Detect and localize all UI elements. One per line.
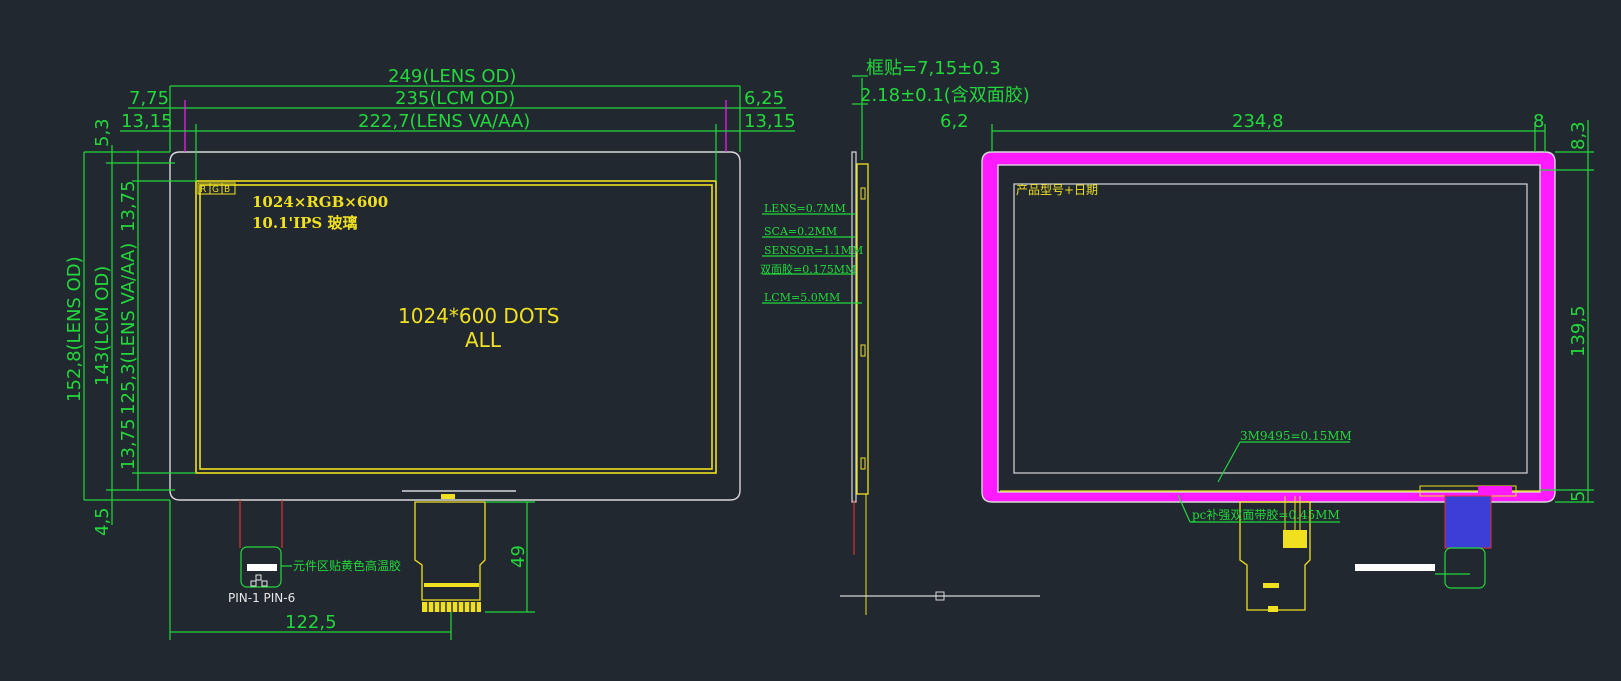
fpc-connector <box>402 490 516 612</box>
side-lcm <box>856 163 869 495</box>
pin-label: PIN-1 PIN-6 <box>228 591 295 605</box>
adhesive-frame <box>982 152 1555 502</box>
tape-note: 3M9495=0.15MM <box>1240 429 1352 443</box>
va-inner <box>199 184 713 470</box>
back-fpc <box>1239 496 1311 612</box>
dim-back-top: 8,3 <box>1568 121 1589 150</box>
front-top-dimensions: 249(LENS OD) 235(LCM OD) 222,7(LENS VA/A… <box>120 66 796 181</box>
dim-back-left: 6,2 <box>940 111 969 132</box>
dim-lens-va-width: 222,7(LENS VA/AA) <box>358 111 530 132</box>
back-inner-outline <box>997 164 1541 493</box>
rgb-box: R G B <box>197 182 236 195</box>
dim-va-top: 13,75 <box>118 180 139 232</box>
dim-lens-od-height: 152,8(LENS OD) <box>64 256 85 402</box>
dim-back-right: 8 <box>1533 111 1544 132</box>
resolution-label: 1024×RGB×600 <box>252 193 388 211</box>
dim-bottom-offset: 4,5 <box>92 507 113 536</box>
dim-left-va-offset: 13,15 <box>121 111 173 132</box>
layer-labels: LENS=0.7MM SCA=0.2MM SENSOR=1.1MM 双面胶=0.… <box>760 202 863 304</box>
fpc-dimensions: 49 122,5 <box>169 500 535 640</box>
component-area: 元件区贴黄色高温胶 PIN-1 PIN-6 <box>228 500 401 605</box>
side-lens <box>851 151 857 503</box>
pc-note: pc补强双面带胶=0.45MM <box>1192 507 1340 522</box>
back-va-outline <box>1013 183 1528 474</box>
va-outer <box>195 180 717 474</box>
dim-back-height: 139,5 <box>1568 305 1589 357</box>
rgb-g: G <box>212 185 219 195</box>
front-left-dimensions: 5,3 152,8(LENS OD) 143(LCM OD) 13,75 125… <box>64 118 196 536</box>
dim-lcm-od-height: 143(LCM OD) <box>92 266 113 386</box>
rgb-r: R <box>200 185 206 195</box>
layer-sca: SCA=0.2MM <box>764 225 837 238</box>
dim-va-height: 125,3(LENS VA/AA) <box>118 243 139 415</box>
center-dots-label: 1024*600 DOTS <box>398 304 559 328</box>
lens-outline <box>169 151 741 501</box>
dim-lcm-od-width: 235(LCM OD) <box>395 88 515 109</box>
dim-fpc-length: 49 <box>508 545 529 568</box>
back-connector <box>1445 496 1491 548</box>
rgb-b: B <box>224 185 230 195</box>
dim-va-bottom: 13,75 <box>118 418 139 470</box>
dim-back-width: 234,8 <box>1232 111 1284 132</box>
dim-top-offset: 5,3 <box>92 118 113 147</box>
side-view: 框贴=7,15±0.3 2.18±0.1(含双面胶) LENS=0.7MM SC… <box>760 58 1040 615</box>
layer-adhesive: 双面胶=0.175MM <box>760 262 856 276</box>
back-view: 产品型号+日期 3M9495=0.15MM pc补强双面带胶=0.45MM <box>940 111 1594 612</box>
dim-fpc-position: 122,5 <box>285 612 337 633</box>
layer-lens: LENS=0.7MM <box>764 202 846 215</box>
component-note: 元件区贴黄色高温胶 <box>293 558 401 573</box>
product-label: 产品型号+日期 <box>1016 183 1098 197</box>
frame-thickness: 框贴=7,15±0.3 <box>866 58 1001 79</box>
center-all-label: ALL <box>465 328 502 352</box>
dim-right-lcm-offset: 6,25 <box>744 88 784 109</box>
dim-left-lcm-offset: 7,75 <box>129 88 169 109</box>
front-view: R G B 1024×RGB×600 10.1'IPS 玻璃 1024*600 … <box>64 66 796 640</box>
tape-thickness: 2.18±0.1(含双面胶) <box>860 85 1030 106</box>
dim-lens-od-width: 249(LENS OD) <box>388 66 516 87</box>
dim-right-va-offset: 13,15 <box>744 111 796 132</box>
dim-back-bottom: 5 <box>1568 491 1589 502</box>
panel-label: 10.1'IPS 玻璃 <box>252 214 357 232</box>
layer-sensor: SENSOR=1.1MM <box>764 244 863 257</box>
layer-lcm: LCM=5.0MM <box>764 291 840 304</box>
